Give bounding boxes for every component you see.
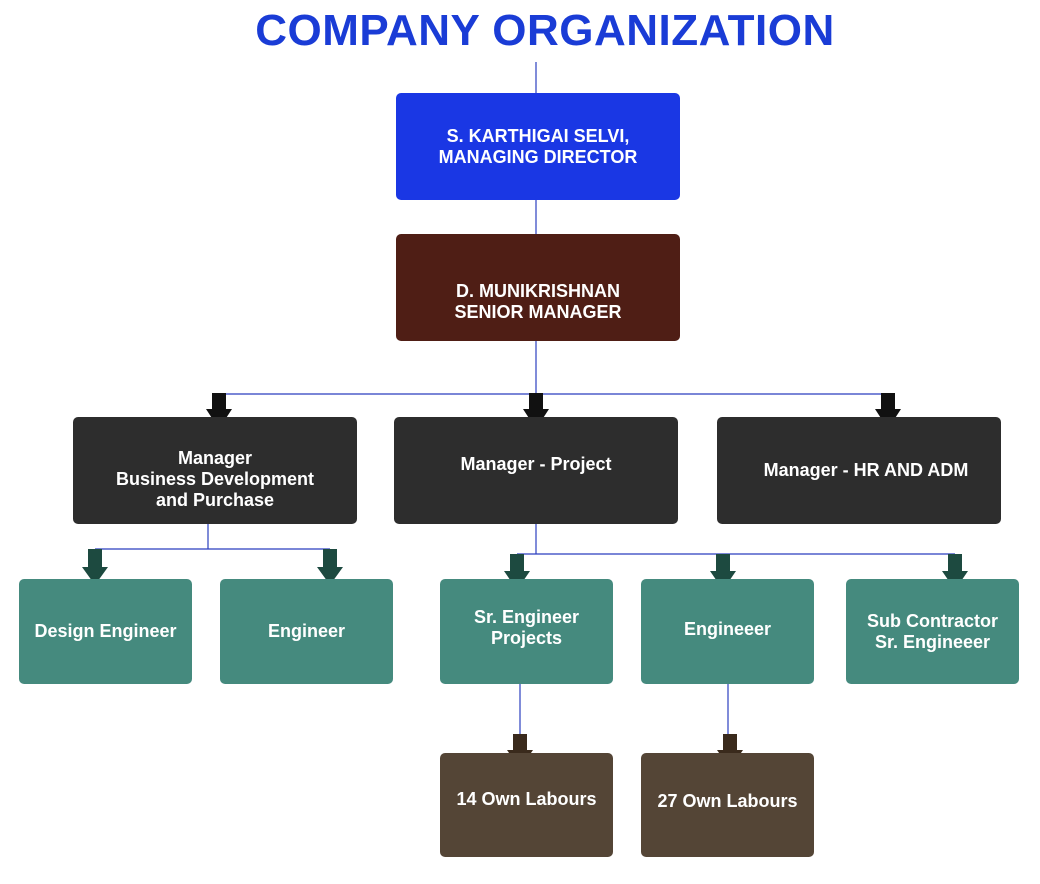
node-engineeer-label: Engineeer — [683, 619, 772, 639]
node-manager-business-development: Manager Business Development and Purchas… — [73, 417, 357, 524]
node-manager-hr: Manager - HR AND ADM — [717, 417, 1001, 524]
node-senior-manager-label: D. MUNIKRISHNAN SENIOR MANAGER — [454, 280, 622, 322]
node-managing-director: S. KARTHIGAI SELVI, MANAGING DIRECTOR — [396, 93, 680, 200]
node-manager-hr-label: Manager - HR AND ADM — [763, 460, 969, 480]
arrow-engineer — [317, 549, 343, 585]
node-engineer-label: Engineer — [267, 621, 346, 641]
arrow-manager-bd — [206, 393, 232, 429]
node-design-engineer-label: Design Engineer — [34, 621, 177, 641]
arrow-labours-27 — [717, 734, 743, 769]
node-14-own-labours: 14 Own Labours — [440, 753, 613, 857]
node-sr-engineer-projects: Sr. Engineer Projects — [440, 579, 613, 684]
node-sub-contractor-label: Sub Contractor Sr. Engineeer — [866, 610, 998, 652]
arrow-labours-14 — [507, 734, 533, 769]
node-27-own-labours: 27 Own Labours — [641, 753, 814, 857]
arrow-design-engineer — [82, 549, 108, 585]
node-manager-project-label: Manager - Project — [460, 454, 612, 474]
arrow-sr-engineer — [504, 554, 530, 590]
node-engineeer: Engineeer — [641, 579, 814, 684]
node-sub-contractor: Sub Contractor Sr. Engineeer — [846, 579, 1019, 684]
node-manager-business-development-label: Manager Business Development and Purchas… — [115, 448, 315, 510]
arrow-sub-contractor — [942, 554, 968, 590]
node-sr-engineer-projects-label: Sr. Engineer Projects — [473, 606, 580, 648]
arrow-manager-project — [523, 393, 549, 429]
node-27-own-labours-label: 27 Own Labours — [657, 790, 798, 811]
node-design-engineer: Design Engineer — [19, 579, 192, 684]
node-senior-manager: D. MUNIKRISHNAN SENIOR MANAGER — [396, 234, 680, 341]
node-manager-project: Manager - Project — [394, 417, 678, 524]
arrow-manager-hr — [875, 393, 901, 429]
chart-title: COMPANY ORGANIZATION — [255, 6, 835, 55]
node-engineer: Engineer — [220, 579, 393, 684]
node-14-own-labours-label: 14 Own Labours — [456, 788, 597, 809]
arrow-engineeer — [710, 554, 736, 590]
node-managing-director-label: S. KARTHIGAI SELVI, MANAGING DIRECTOR — [438, 125, 638, 167]
